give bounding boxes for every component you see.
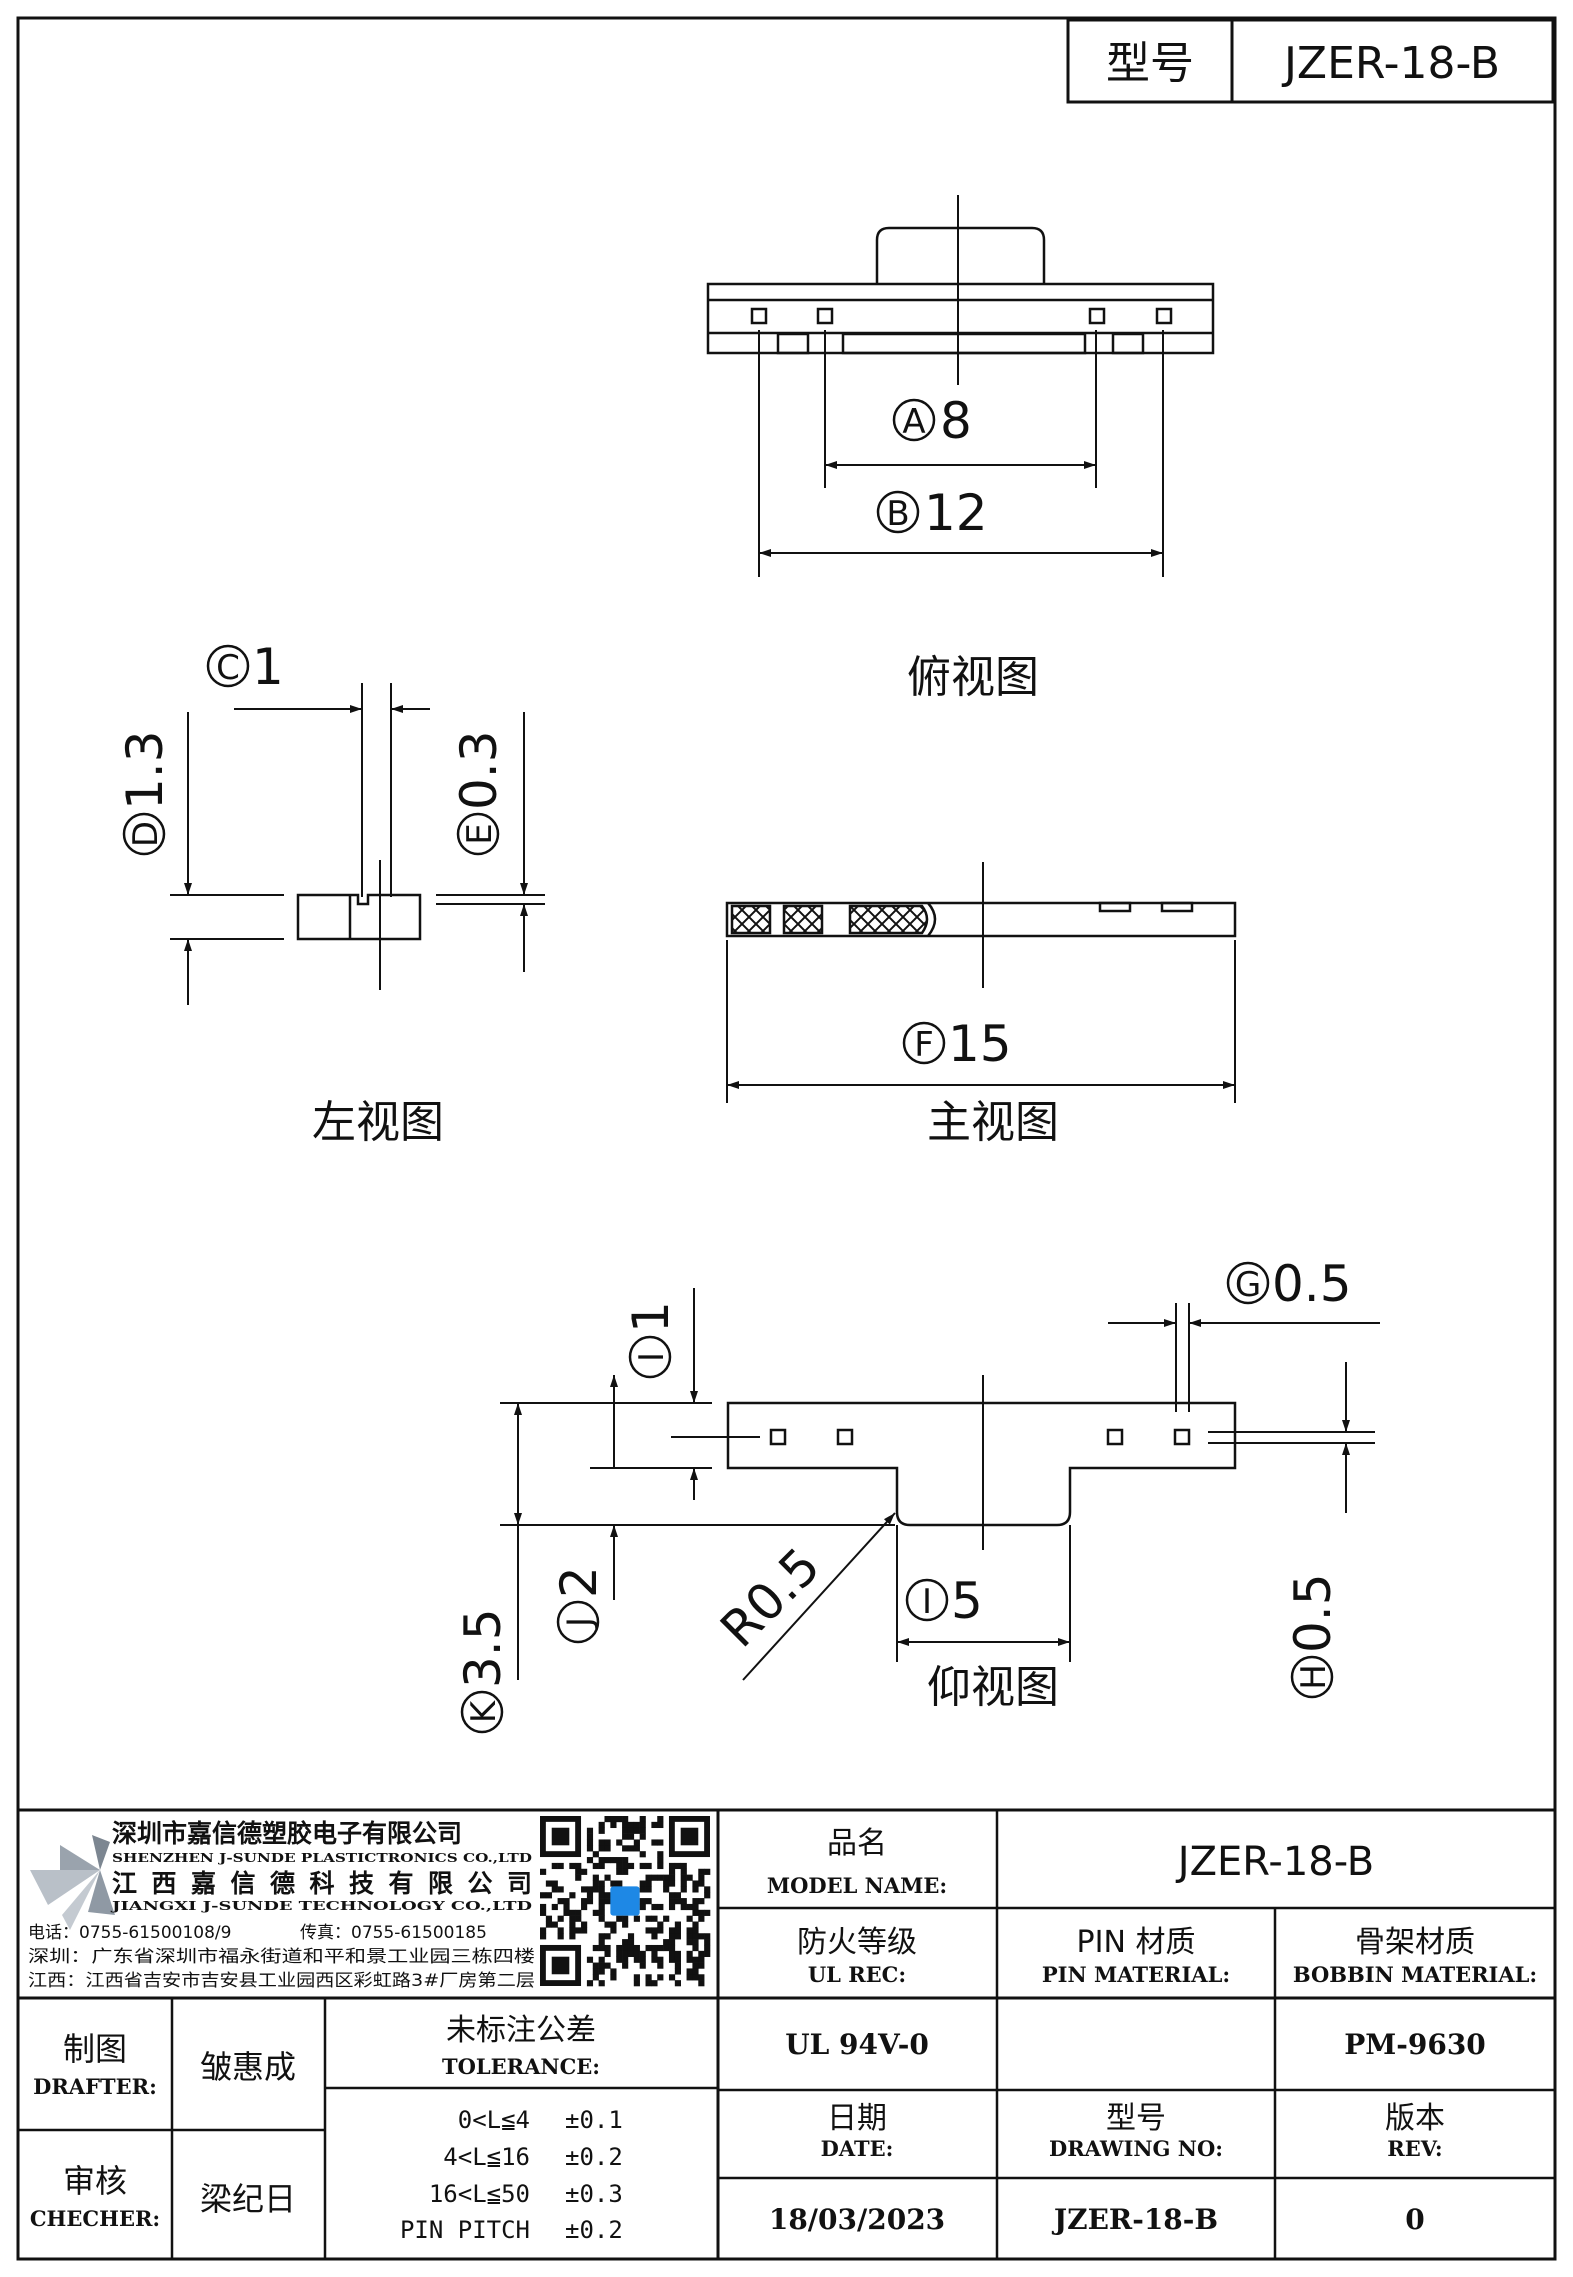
pin-material-cn: PIN 材质	[1077, 1925, 1196, 1960]
dim-g-value: 0.5	[1272, 1255, 1352, 1313]
date-en: DATE:	[821, 2136, 894, 2161]
company-name-cn-1: 深圳市嘉信德塑胶电子有限公司	[112, 1819, 462, 1848]
dim-l-letter: I	[632, 1352, 672, 1362]
company-logo	[30, 1835, 115, 1930]
tolerance-range: 16<L≦50	[429, 2180, 530, 2208]
checker-name: 梁纪日	[200, 2180, 296, 2218]
tolerance-value: ±0.2	[565, 2143, 623, 2171]
bottom-view	[500, 1288, 1380, 1681]
rev-en: REV:	[1387, 2136, 1442, 2161]
dim-i-letter: I	[922, 1582, 932, 1622]
tolerance-cn: 未标注公差	[446, 2013, 596, 2048]
drafter-name: 皱惠成	[200, 2048, 296, 2086]
tolerance-range: 4<L≦16	[443, 2143, 530, 2171]
dim-g: G 0.5	[1226, 1255, 1352, 1313]
company-address-sz: 深圳：广东省深圳市福永街道和平和景工业园三栋四楼	[28, 1947, 535, 1967]
dim-j-letter: J	[560, 1617, 600, 1629]
dim-e-value: 0.3	[450, 730, 508, 810]
dim-l-value: 1	[622, 1301, 680, 1333]
dim-e-letter: E	[460, 823, 500, 844]
company-address-jx: 江西：江西省吉安市吉安县工业园西区彩虹路3#厂房第二层	[28, 1971, 535, 1991]
dim-d-value: 1.3	[116, 730, 174, 810]
ul-rec-en: UL REC:	[808, 1962, 906, 1987]
drawing-no-cn: 型号	[1106, 2101, 1166, 2136]
drawing-no-en: DRAWING NO:	[1049, 2136, 1223, 2161]
tolerance-en: TOLERANCE:	[442, 2054, 600, 2079]
qr-code	[540, 1816, 711, 1987]
dim-j-value: 2	[550, 1566, 608, 1598]
radius-label: R0.5	[709, 1537, 831, 1659]
front-view	[725, 862, 1237, 1103]
bobbin-material-value: PM-9630	[1344, 2028, 1486, 2061]
bobbin-material-en: BOBBIN MATERIAL:	[1293, 1962, 1537, 1987]
dim-k: K 3.5	[454, 1608, 512, 1734]
front-view-title: 主视图	[927, 1097, 1059, 1148]
model-name-value: JZER-18-B	[1175, 1839, 1374, 1885]
dim-b-value: 12	[924, 484, 988, 542]
dim-f-letter: F	[914, 1025, 934, 1065]
dim-a: A 8	[892, 392, 972, 450]
bottom-view-title: 仰视图	[927, 1662, 1059, 1713]
ul-rec-cn: 防火等级	[797, 1925, 917, 1960]
dim-j: J 2	[550, 1566, 608, 1644]
top-view-title: 俯视图	[907, 652, 1039, 703]
date-cn: 日期	[827, 2101, 887, 2136]
sheet-border	[16, 16, 1557, 2261]
header-model-value: JZER-18-B	[1281, 38, 1500, 89]
ul-rec-value: UL 94V-0	[785, 2028, 929, 2061]
drafter-en: DRAFTER:	[33, 2074, 157, 2099]
dim-a-value: 8	[940, 392, 972, 450]
company-tel: 电话：0755-61500108/9	[28, 1923, 231, 1943]
dim-c-letter: C	[216, 648, 240, 688]
company-name-en-2: JIANGXI J-SUNDE TECHNOLOGY CO.,LTD	[111, 1899, 532, 1913]
tolerance-range: PIN PITCH	[400, 2216, 530, 2244]
pin-material-en: PIN MATERIAL:	[1042, 1962, 1230, 1987]
tolerance-value: ±0.2	[565, 2216, 623, 2244]
top-view	[706, 195, 1215, 577]
model-name-en: MODEL NAME:	[767, 1873, 947, 1898]
dim-k-value: 3.5	[454, 1608, 512, 1688]
dim-b: B 12	[876, 484, 988, 542]
rev-value: 0	[1405, 2203, 1424, 2236]
dim-e: E 0.3	[450, 730, 508, 856]
rev-cn: 版本	[1385, 2101, 1445, 2136]
title-block-grid	[18, 1808, 1555, 2259]
tolerance-range: 0<L≦4	[458, 2106, 530, 2134]
company-fax: 传真：0755-61500185	[300, 1923, 487, 1943]
dim-g-letter: G	[1235, 1265, 1261, 1305]
dim-f-value: 15	[948, 1015, 1012, 1073]
dim-d-letter: D	[126, 821, 166, 847]
tolerance-value: ±0.1	[565, 2106, 623, 2134]
dim-k-letter: K	[464, 1699, 504, 1723]
dim-c-value: 1	[252, 638, 284, 696]
checker-cn: 审核	[63, 2162, 127, 2200]
checker-en: CHECHER:	[30, 2206, 160, 2231]
company-name-cn-2: 江西嘉信德科技有限公司	[112, 1869, 532, 1898]
bobbin-material-cn: 骨架材质	[1355, 1925, 1475, 1960]
dim-l: I 1	[622, 1301, 680, 1379]
header-model-box: 型号 JZER-18-B	[1066, 18, 1555, 104]
dim-c: C 1	[206, 638, 284, 696]
dim-d: D 1.3	[116, 730, 174, 856]
dim-h-letter: H	[1294, 1664, 1334, 1690]
dim-a-letter: A	[902, 402, 925, 442]
model-name-cn: 品名	[827, 1826, 887, 1861]
dim-i: I 5	[905, 1572, 983, 1630]
dim-b-letter: B	[886, 494, 909, 534]
dim-h-value: 0.5	[1284, 1573, 1342, 1653]
dim-f: F 15	[902, 1015, 1012, 1073]
drafter-cn: 制图	[63, 2030, 127, 2068]
tolerance-value: ±0.3	[565, 2180, 623, 2208]
dim-i-value: 5	[951, 1572, 983, 1630]
dim-h: H 0.5	[1284, 1573, 1342, 1699]
company-name-en-1: SHENZHEN J-SUNDE PLASTICTRONICS CO.,LTD	[112, 1851, 532, 1865]
date-value: 18/03/2023	[769, 2203, 945, 2236]
drawing-no-value: JZER-18-B	[1051, 2203, 1218, 2236]
left-view-title: 左视图	[312, 1097, 444, 1148]
left-view	[170, 683, 545, 1005]
header-model-label: 型号	[1106, 38, 1194, 89]
